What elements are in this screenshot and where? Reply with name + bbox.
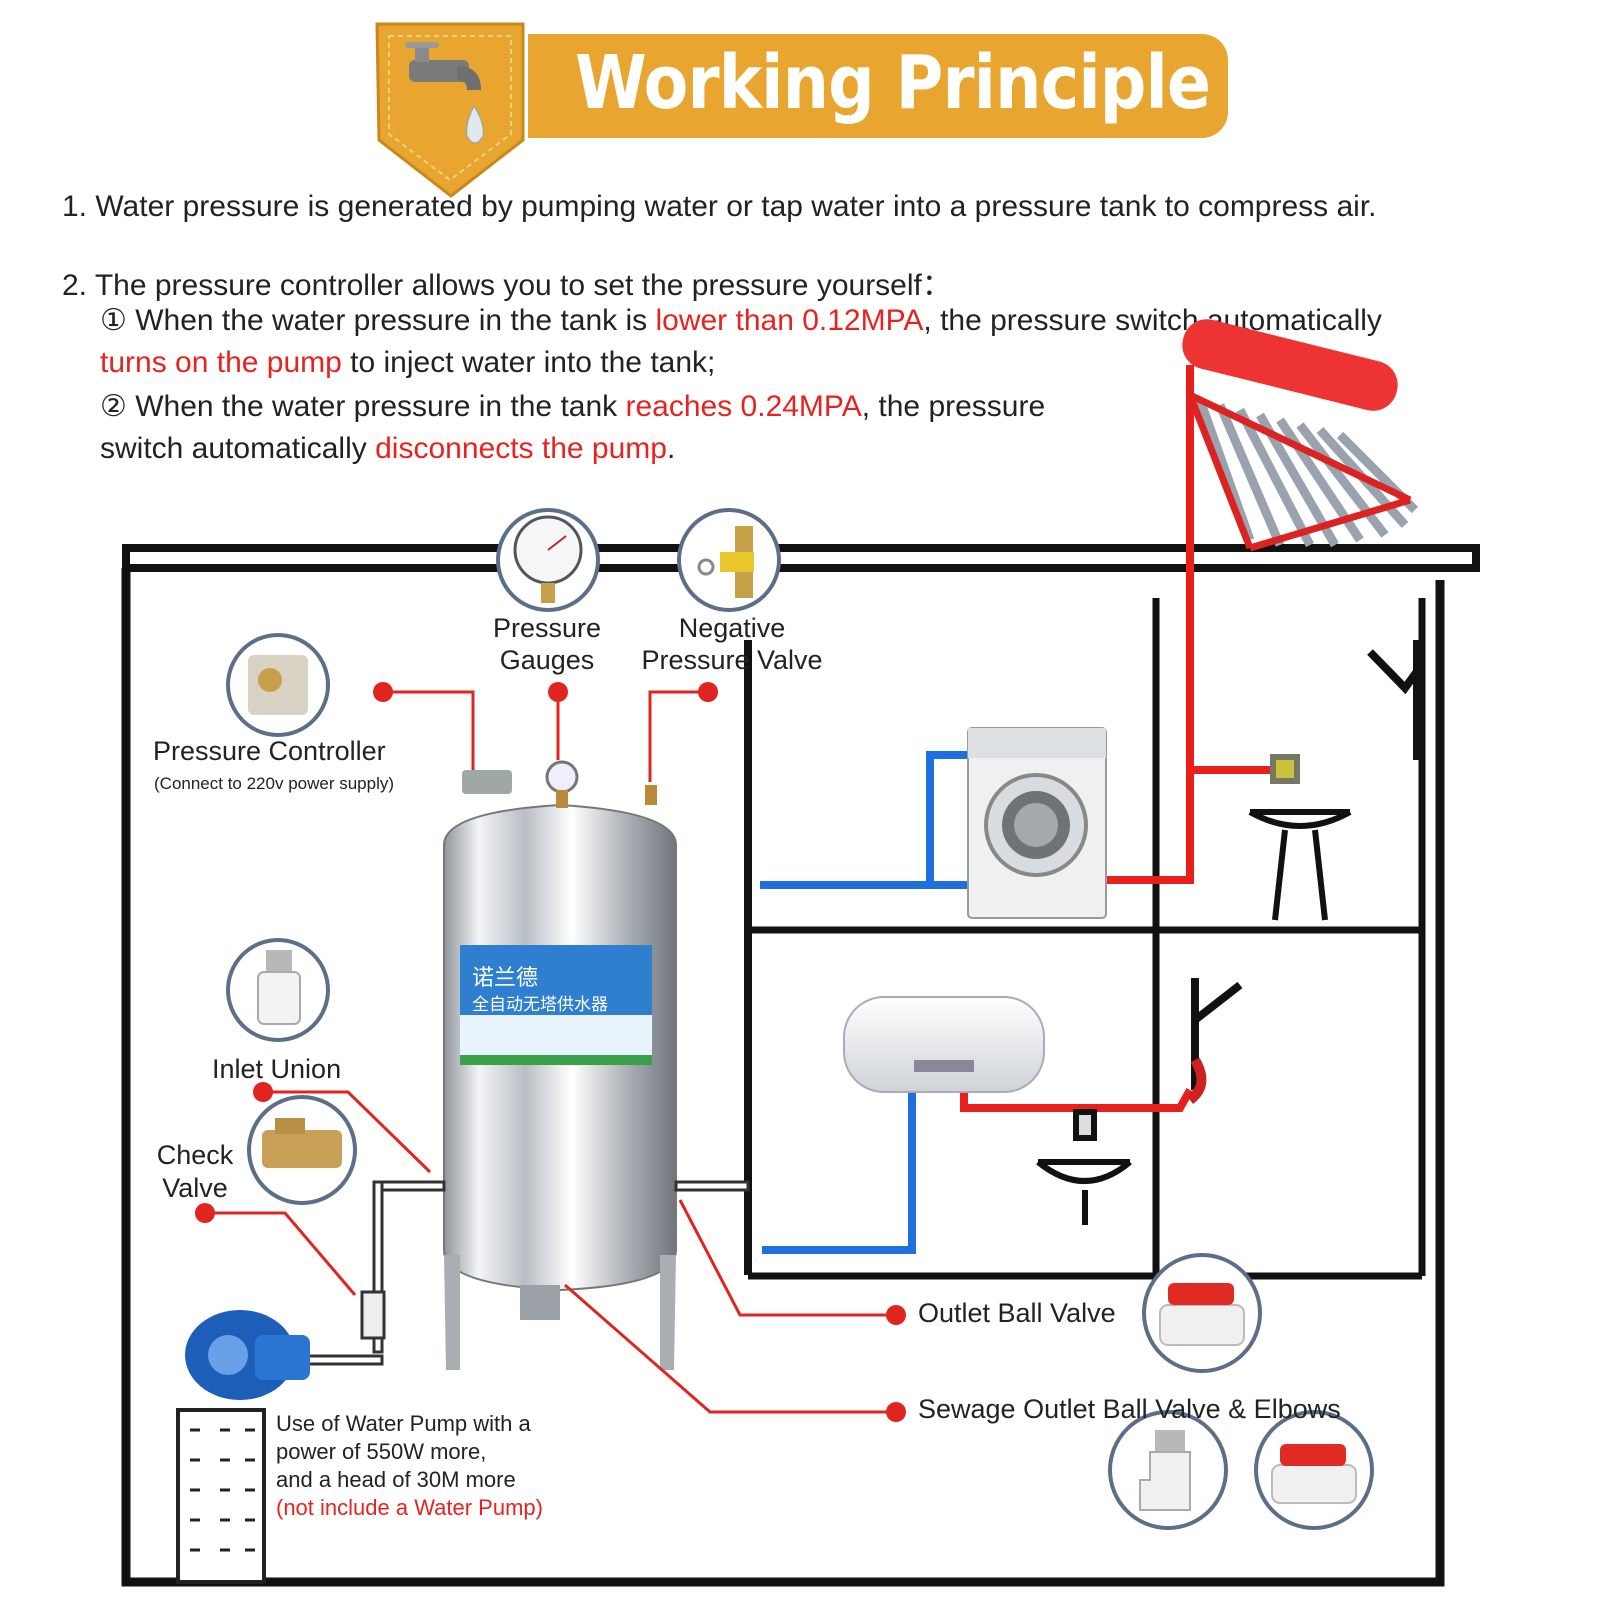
- shower-lower-icon: [1186, 978, 1243, 1104]
- house-outline: [121, 544, 1480, 1587]
- pressure-gauges-label-line-1: Pressure: [492, 613, 602, 643]
- pressure-controller-note: (Connect to 220v power supply): [154, 774, 395, 793]
- check-valve-label: Check Valve: [140, 1139, 250, 1205]
- pressure-gauge-icon: [496, 508, 600, 612]
- negative-pressure-valve-label-line-2: Pressure Valve: [641, 645, 823, 675]
- callout-dots: [195, 682, 906, 1422]
- step-2b2-post: .: [666, 432, 676, 465]
- cold-water-pipes: [760, 751, 970, 1254]
- check-valve-label-line-1: Check: [156, 1140, 234, 1170]
- pump-note: Use of Water Pump with a power of 550W m…: [276, 1410, 543, 1522]
- inlet-union-icon: [226, 938, 330, 1042]
- outlet-ball-valve-label: Outlet Ball Valve: [918, 1298, 1116, 1328]
- step-2a2-post: to inject water into the tank;: [341, 346, 716, 379]
- hot-water-pipes: [960, 365, 1270, 1112]
- callout-lines: [205, 690, 896, 1414]
- negative-pressure-valve-label-line-1: Negative: [678, 613, 786, 643]
- step-2b-post: , the pressure: [861, 390, 1046, 423]
- negative-pressure-valve-label: Negative Pressure Valve: [622, 612, 842, 676]
- step-2a-pre: ① When the water pressure in the tank is: [100, 304, 656, 337]
- tank-pipes: [302, 1180, 750, 1366]
- pressure-gauges-label: Pressure Gauges: [472, 612, 622, 676]
- shower-upper-icon: [1367, 649, 1422, 695]
- wash-basin-lower-icon: [1036, 1109, 1132, 1225]
- tank-label-product: 全自动无塔供水器: [472, 995, 608, 1015]
- pump-note-line-4: (not include a Water Pump): [276, 1495, 543, 1520]
- title-banner: [528, 34, 1228, 138]
- step-2-text: 2. The pressure controller allows you to…: [62, 269, 952, 302]
- step-2b-highlight: reaches 0.24MPA: [625, 390, 862, 423]
- elbow-fitting-icon: [1108, 1410, 1228, 1530]
- pressure-gauges-label-line-2: Gauges: [499, 645, 595, 675]
- tank-label-brand: 诺兰德: [472, 966, 538, 991]
- sewage-outlet-label: Sewage Outlet Ball Valve & Elbows: [918, 1394, 1341, 1424]
- electric-water-heater-icon: [843, 996, 1045, 1093]
- faucet-badge-icon: [375, 22, 525, 198]
- page-title: Working Principle: [575, 40, 1211, 126]
- inlet-union-label: Inlet Union: [212, 1054, 342, 1084]
- step-2a-line-2: turns on the pump to inject water into t…: [100, 346, 715, 380]
- well-icon: [176, 1408, 266, 1584]
- water-pump-icon: [185, 1310, 310, 1400]
- wash-basin-upper-icon: [1248, 754, 1352, 921]
- pressure-tank-icon: 诺兰德 全自动无塔供水器: [443, 760, 677, 1370]
- check-valve-label-line-2: Valve: [162, 1173, 228, 1203]
- negative-pressure-valve-icon: [677, 508, 781, 612]
- step-2a2-highlight: turns on the pump: [100, 346, 342, 379]
- outlet-ball-valve-icon: [1142, 1253, 1262, 1373]
- pump-note-line-2: power of 550W more,: [276, 1439, 487, 1464]
- solar-water-heater-icon: [1182, 319, 1419, 552]
- step-2b-pre: ② When the water pressure in the tank: [100, 390, 626, 423]
- pump-note-line-3: and a head of 30M more: [276, 1467, 516, 1492]
- check-valve-icon: [247, 1095, 357, 1205]
- step-1-text: 1. Water pressure is generated by pumpin…: [62, 190, 1377, 223]
- step-2b2-pre: switch automatically: [100, 432, 376, 465]
- pressure-controller-label: Pressure Controller: [153, 736, 386, 766]
- pump-note-line-1: Use of Water Pump with a: [276, 1411, 531, 1436]
- step-2a-highlight: lower than 0.12MPA: [655, 304, 924, 337]
- washing-machine-icon: [967, 727, 1107, 919]
- sewage-ball-valve-icon: [1254, 1410, 1374, 1530]
- step-2b-line-2: switch automatically disconnects the pum…: [100, 432, 675, 466]
- step-2b2-highlight: disconnects the pump: [375, 432, 667, 465]
- step-2b-line: ② When the water pressure in the tank re…: [100, 389, 1045, 424]
- step-2a-line: ① When the water pressure in the tank is…: [100, 303, 1382, 338]
- pressure-controller-icon: [226, 633, 330, 737]
- step-2a-post: , the pressure switch automatically: [923, 304, 1382, 337]
